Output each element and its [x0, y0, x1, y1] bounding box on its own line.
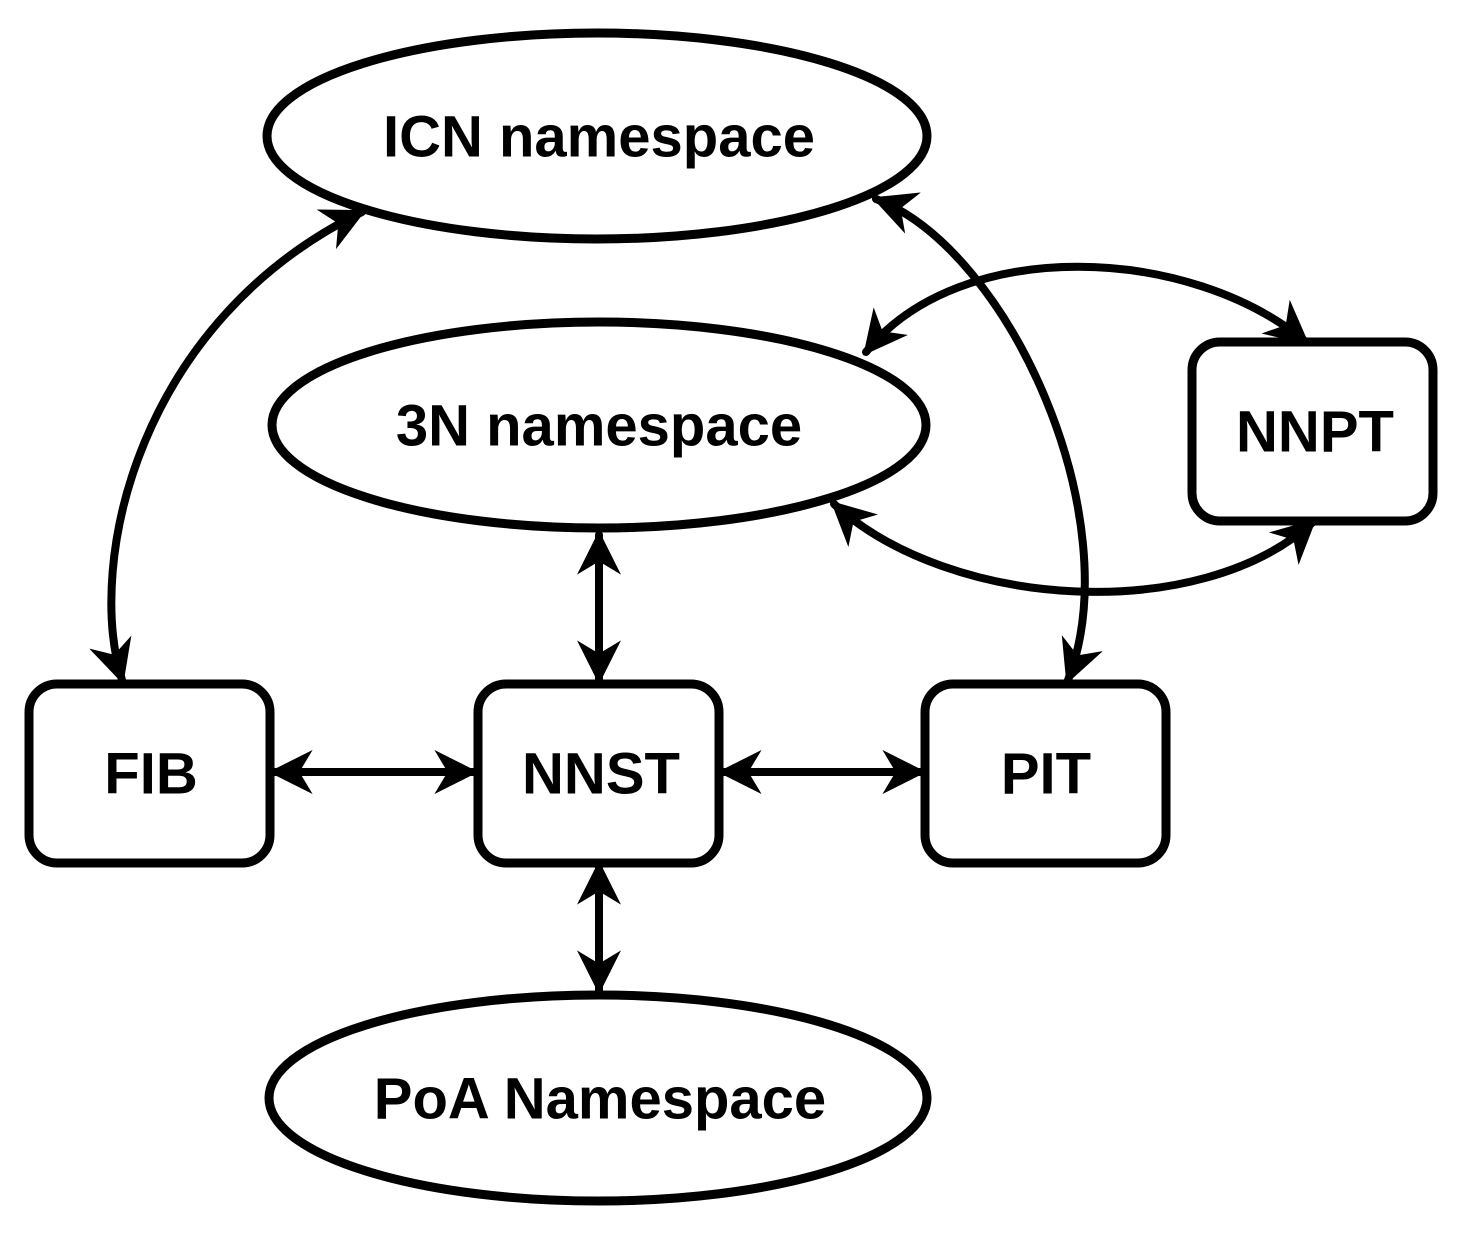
poa-namespace-label: PoA Namespace	[374, 1067, 826, 1132]
node-fib: FIB	[24, 679, 275, 868]
3n-namespace-ellipse	[267, 317, 931, 533]
nnst-label: NNST	[522, 742, 680, 807]
fib-label: FIB	[104, 742, 197, 807]
edge-3n-nnpt-top	[862, 262, 1310, 356]
node-3n-namespace: 3N namespace	[267, 317, 931, 533]
fib-box	[24, 679, 275, 868]
node-icn-namespace: ICN namespace	[262, 28, 932, 244]
edges	[89, 192, 1317, 995]
node-pit: PIT	[920, 679, 1171, 868]
poa-namespace-ellipse	[264, 990, 932, 1206]
node-poa-namespace: PoA Namespace	[264, 990, 932, 1206]
pit-label: PIT	[1001, 742, 1091, 807]
pit-box	[920, 679, 1171, 868]
node-nnpt: NNPT	[1187, 337, 1438, 526]
nnst-box	[473, 679, 724, 868]
icn-namespace-label: ICN namespace	[383, 105, 815, 170]
nnpt-label: NNPT	[1236, 400, 1394, 465]
nnpt-box	[1187, 337, 1438, 526]
edge-3n-nnpt-bottom	[830, 500, 1317, 596]
icn-namespace-ellipse	[262, 28, 932, 244]
edge-icn-pit	[871, 192, 1103, 685]
node-nnst: NNST	[473, 679, 724, 868]
edge-icn-fib	[89, 208, 366, 685]
3n-namespace-label: 3N namespace	[396, 394, 802, 459]
